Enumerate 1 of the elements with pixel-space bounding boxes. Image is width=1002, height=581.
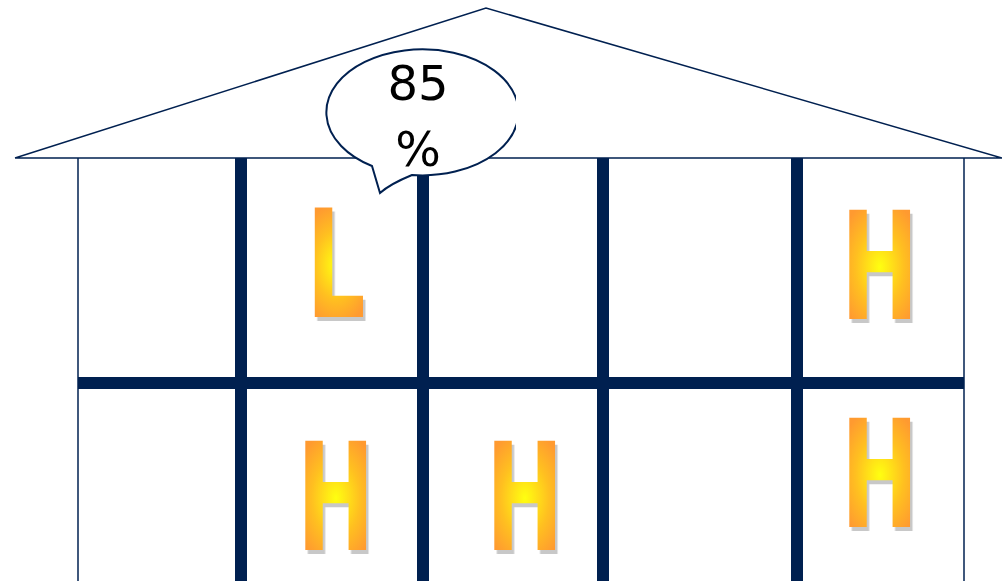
percentage-text: 85 % bbox=[386, 54, 450, 179]
